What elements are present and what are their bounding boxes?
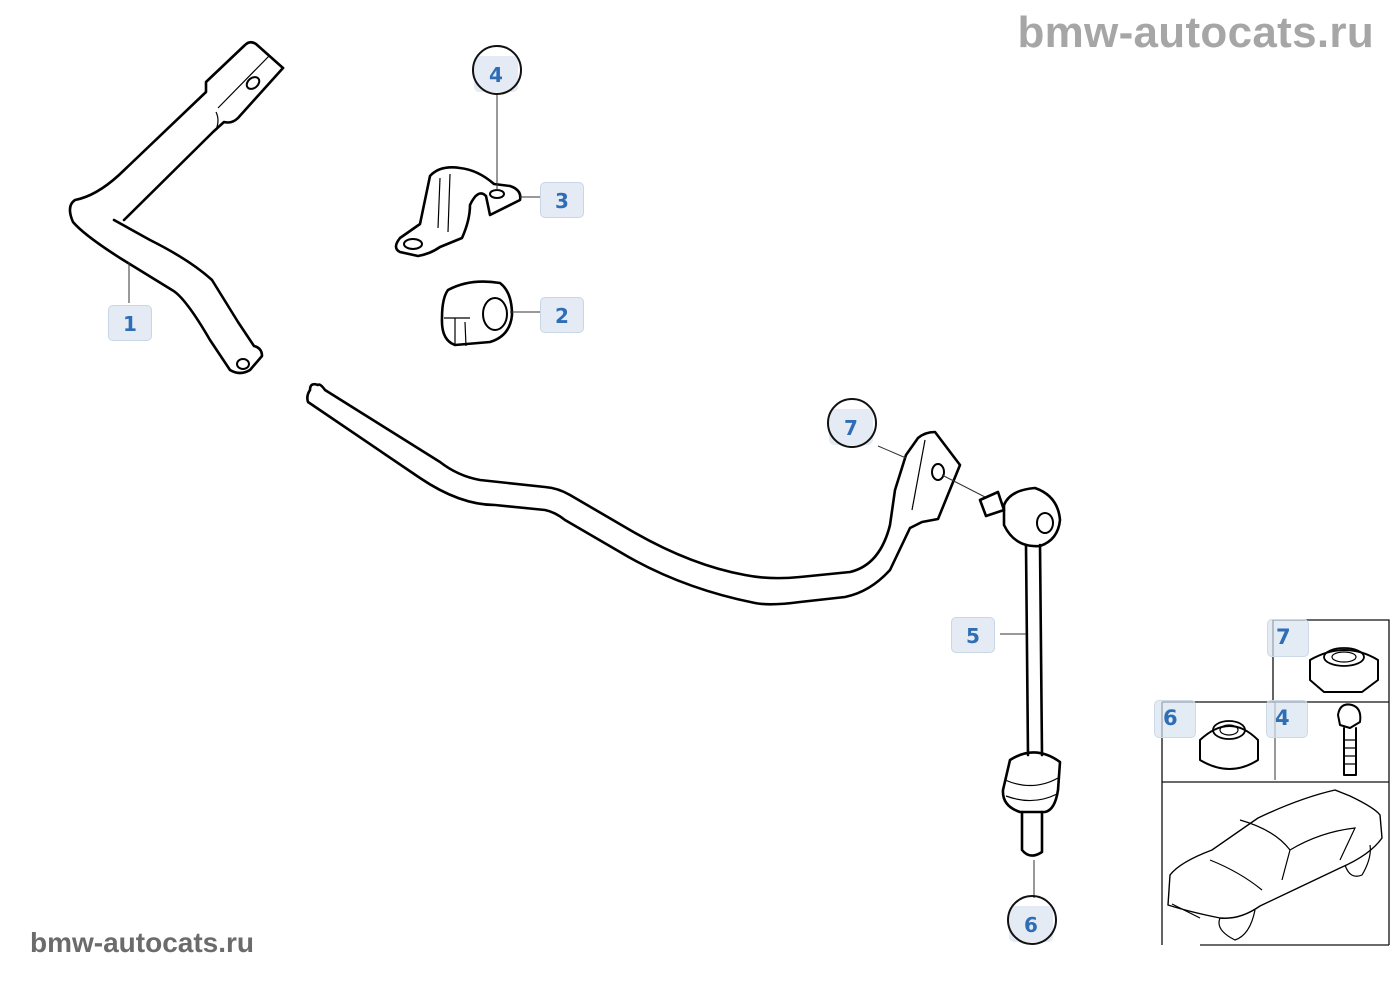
inset-callout-4[interactable]: 4 bbox=[1266, 700, 1308, 738]
hardware-inset bbox=[1161, 619, 1390, 946]
inset-callout-7[interactable]: 7 bbox=[1267, 619, 1309, 657]
hex-bolt-drawing bbox=[1337, 703, 1362, 776]
watermark-top: bmw-autocats.ru bbox=[1017, 8, 1374, 57]
collar-nut-drawing bbox=[1199, 720, 1259, 770]
callout-5[interactable]: 5 bbox=[951, 617, 995, 653]
vehicle-outline bbox=[1167, 789, 1383, 941]
self-locking-nut-drawing bbox=[1309, 647, 1379, 693]
stabilizer-bar-main[interactable] bbox=[306, 382, 986, 606]
callout-7[interactable]: 7 bbox=[827, 398, 877, 448]
callout-6[interactable]: 6 bbox=[1007, 895, 1057, 945]
callout-1[interactable]: 1 bbox=[108, 305, 152, 341]
stabilizer-bar-left-end[interactable] bbox=[68, 40, 285, 375]
callout-2[interactable]: 2 bbox=[540, 297, 584, 333]
stabilizer-link[interactable] bbox=[978, 486, 1062, 898]
callout-3[interactable]: 3 bbox=[540, 182, 584, 218]
stabilizer-bracket[interactable] bbox=[394, 95, 540, 258]
callout-4[interactable]: 4 bbox=[472, 45, 522, 95]
stabilizer-rubber-mounting[interactable] bbox=[440, 280, 540, 347]
inset-callout-6[interactable]: 6 bbox=[1154, 700, 1196, 738]
watermark-bottom: bmw-autocats.ru bbox=[30, 927, 255, 958]
